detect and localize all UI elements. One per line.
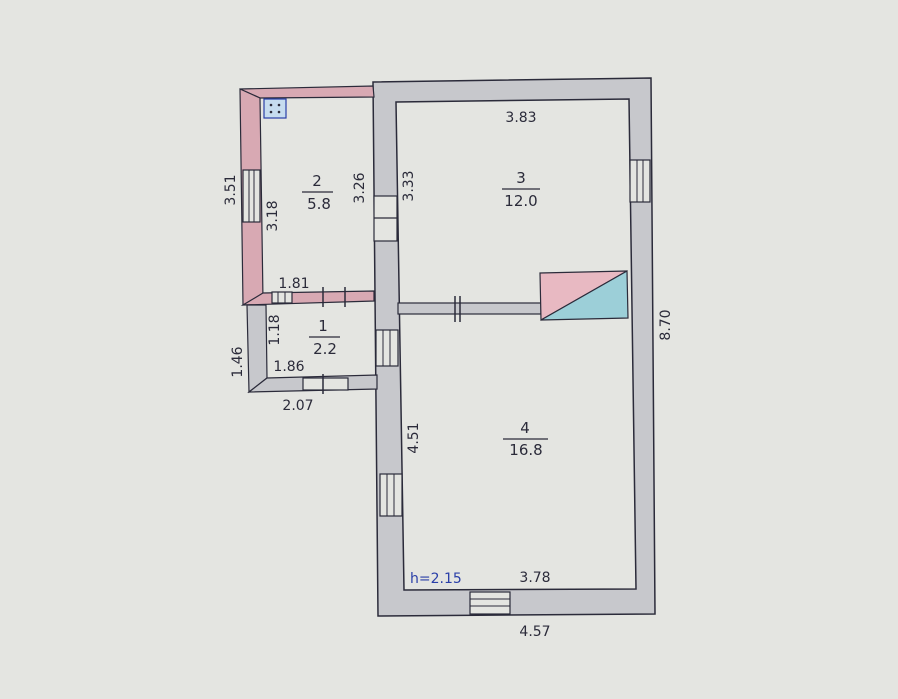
- dim-label: 1.46: [230, 346, 246, 377]
- room-label-2: 2 5.8: [302, 172, 333, 213]
- room-area: 16.8: [509, 441, 542, 459]
- dim-label: 1.18: [267, 314, 283, 345]
- door-entrance: [302, 374, 349, 394]
- dimension-labels: 3.83 3.51 3.18 3.26 3.33 1.81 1.18 1.46 …: [223, 110, 674, 640]
- window-room3-right: [629, 159, 651, 203]
- dim-label: 3.78: [519, 570, 550, 586]
- sink-icon: [263, 98, 287, 119]
- dim-label: 3.26: [352, 172, 368, 203]
- room-label-3: 3 12.0: [502, 169, 540, 210]
- dim-label: 1.86: [273, 359, 304, 375]
- dim-label: 3.83: [505, 110, 536, 126]
- doors: [271, 195, 399, 394]
- room-label-1: 1 2.2: [309, 317, 340, 358]
- room-area: 2.2: [313, 340, 337, 358]
- window-annex-left: [242, 169, 261, 223]
- windows: [242, 159, 651, 615]
- room-area: 5.8: [307, 195, 331, 213]
- stove: [539, 269, 629, 322]
- door-room1-room4: [375, 329, 399, 367]
- door-room2-room3: [373, 195, 398, 242]
- room-label-4: 4 16.8: [503, 419, 548, 459]
- dim-label: 4.57: [519, 624, 550, 640]
- room-area: 12.0: [504, 192, 537, 210]
- dim-label: 1.81: [278, 276, 309, 292]
- room-number: 3: [516, 169, 526, 187]
- dim-label: 8.70: [658, 309, 674, 340]
- dim-label: 3.33: [401, 170, 417, 201]
- door-room1-room2: [271, 287, 346, 307]
- room-number: 2: [312, 172, 322, 190]
- dim-label: 4.51: [406, 422, 422, 453]
- room-number: 4: [520, 419, 530, 437]
- window-room4-bottom: [469, 591, 511, 615]
- dim-label: 3.51: [223, 174, 239, 205]
- window-room4-left: [379, 473, 403, 517]
- dim-label: 2.07: [282, 398, 313, 414]
- dim-label: 3.18: [265, 200, 281, 231]
- room-number: 1: [318, 317, 328, 335]
- ceiling-height-label: h=2.15: [410, 571, 462, 587]
